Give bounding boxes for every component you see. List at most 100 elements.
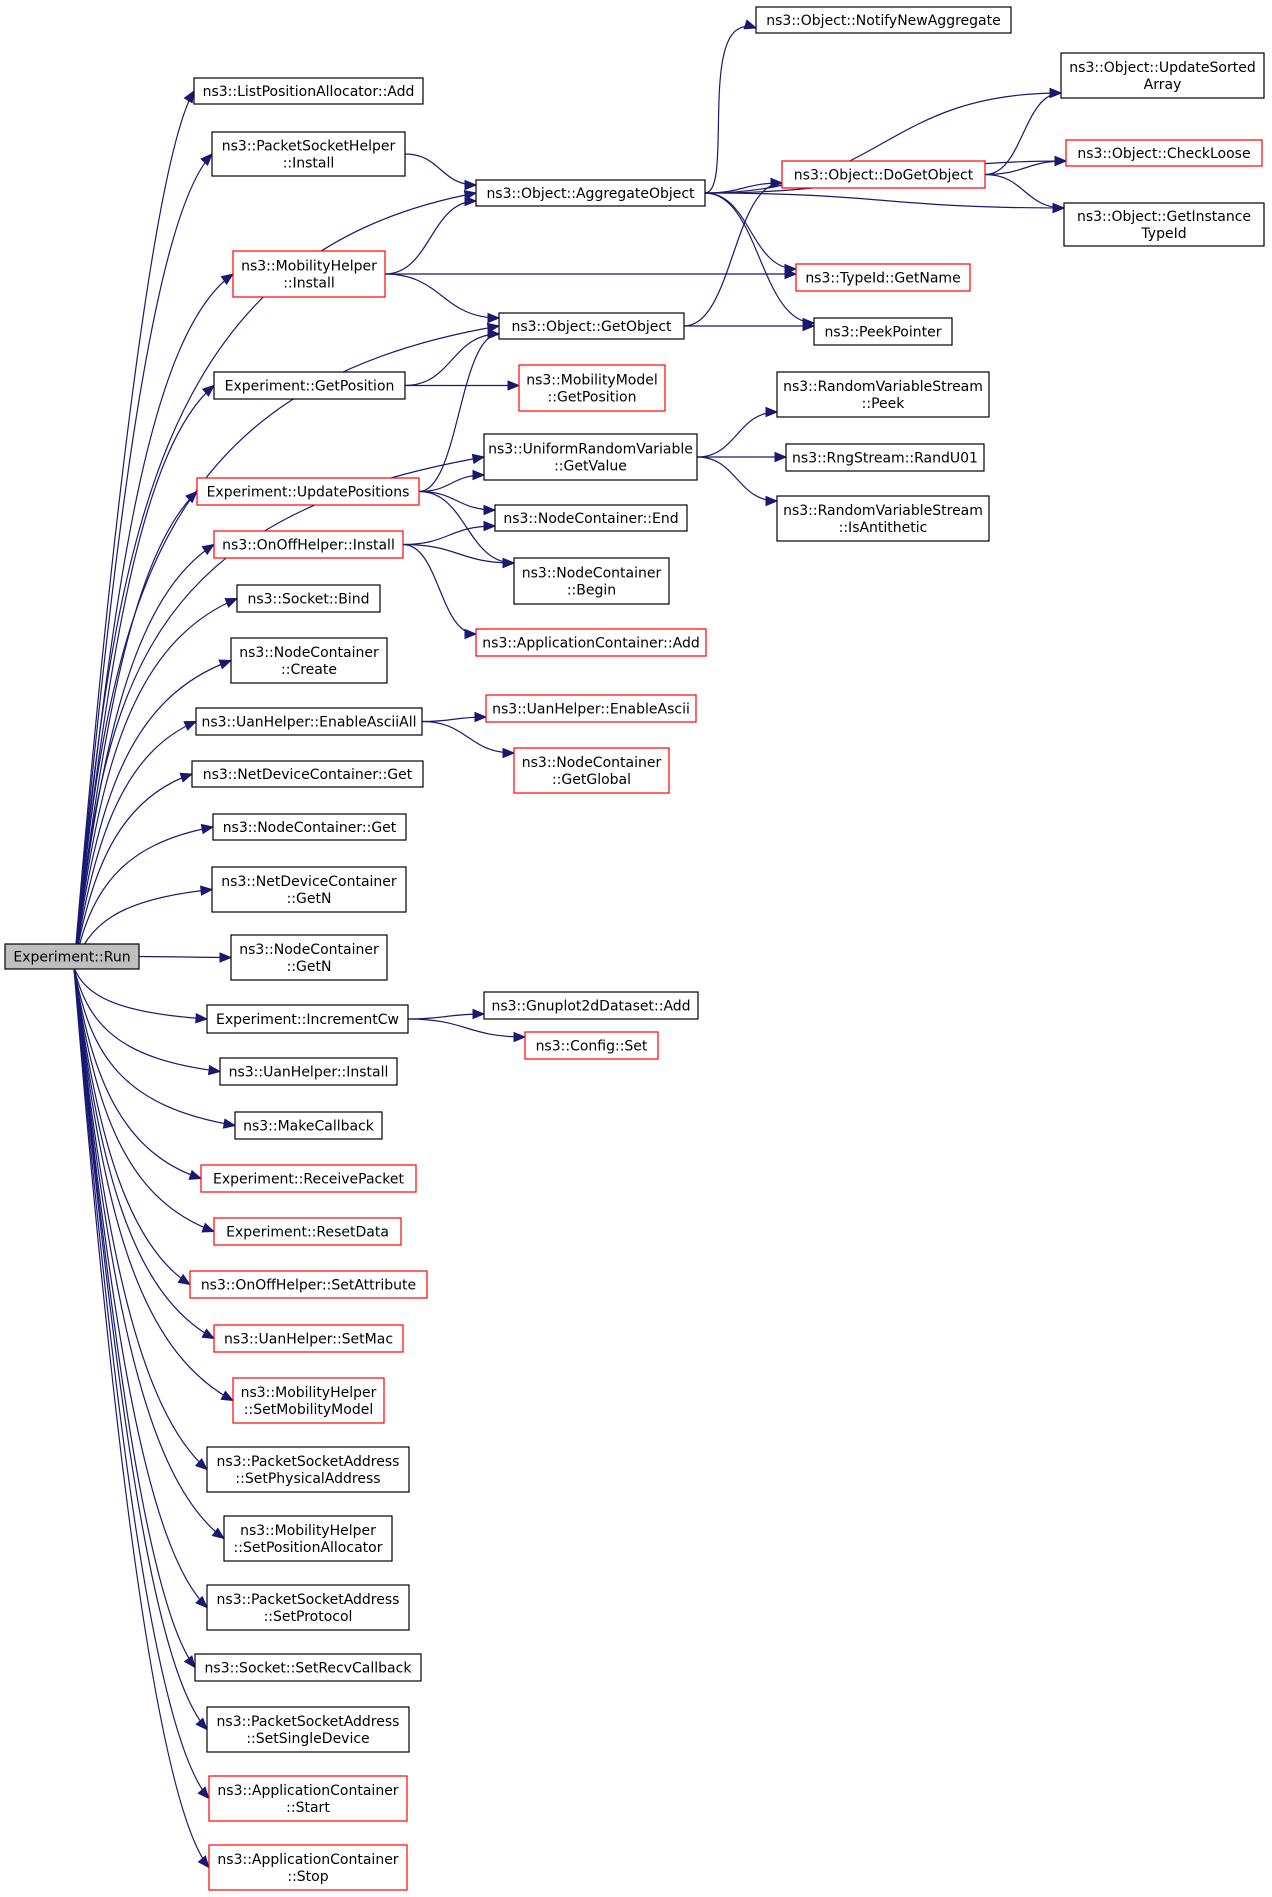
- edge-line: [384, 200, 477, 275]
- node-nc-getglobal[interactable]: ns3::NodeContainer::GetGlobal: [513, 747, 670, 794]
- node-exp-updatepositions[interactable]: Experiment::UpdatePositions: [196, 477, 420, 506]
- node-mh-install[interactable]: ns3::MobilityHelper::Install: [232, 250, 386, 298]
- node-box: [232, 1377, 385, 1424]
- node-uan-enableascii[interactable]: ns3::UanHelper::EnableAscii: [485, 694, 697, 723]
- arrowhead-icon: [502, 557, 516, 569]
- node-box: [513, 747, 670, 794]
- node-check-loose[interactable]: ns3::Object::CheckLoose: [1065, 139, 1263, 167]
- node-nc-getn[interactable]: ns3::NodeContainer::GetN: [230, 934, 388, 981]
- node-mh-setpositionallocator[interactable]: ns3::MobilityHelper::SetPositionAllocato…: [223, 1515, 393, 1562]
- node-label: ns3::RandomVariableStream: [783, 503, 983, 519]
- node-box: [195, 707, 423, 736]
- edge-exp_updatepositions-to-get_object: [418, 328, 501, 493]
- node-uan-setmac[interactable]: ns3::UanHelper::SetMac: [213, 1324, 404, 1353]
- arrowhead-icon: [195, 1012, 209, 1024]
- node-gnuplot-add[interactable]: ns3::Gnuplot2dDataset::Add: [483, 991, 699, 1020]
- arrowhead-icon: [197, 1786, 210, 1800]
- node-box: [1060, 52, 1265, 99]
- edge-uan_enableasciiall-to-uan_enableascii: [421, 711, 488, 723]
- arrowhead-icon: [224, 597, 239, 608]
- arrowhead-icon: [1054, 155, 1068, 167]
- node-exp-incrementcw[interactable]: Experiment::IncrementCw: [206, 1004, 409, 1034]
- node-ac-stop[interactable]: ns3::ApplicationContainer::Stop: [208, 1844, 408, 1891]
- node-nc-get[interactable]: ns3::NodeContainer::Get: [212, 813, 407, 841]
- call-nodes: Experiment::Run ns3::ListPositionAllocato…: [4, 6, 1265, 1891]
- arrowhead-icon: [483, 504, 497, 516]
- node-notify-new[interactable]: ns3::Object::NotifyNewAggregate: [755, 6, 1012, 34]
- arrowhead-icon: [200, 153, 213, 166]
- edge-run-to-exp_getposition: [73, 384, 216, 969]
- arrowhead-icon: [464, 195, 478, 207]
- node-box: [230, 934, 388, 981]
- node-label: ns3::NodeContainer::End: [503, 511, 678, 527]
- node-uan-install[interactable]: ns3::UanHelper::Install: [219, 1057, 398, 1086]
- node-uan-enableasciiall[interactable]: ns3::UanHelper::EnableAsciiAll: [195, 707, 423, 736]
- arrowhead-icon: [765, 495, 779, 507]
- edge-line: [73, 967, 208, 1020]
- node-config-set[interactable]: ns3::Config::Set: [524, 1031, 659, 1060]
- node-ac-add[interactable]: ns3::ApplicationContainer::Add: [475, 628, 707, 657]
- node-label: ns3::MobilityHelper: [241, 1385, 377, 1401]
- node-box: [189, 1270, 428, 1299]
- node-rvs-peek[interactable]: ns3::RandomVariableStream::Peek: [776, 371, 990, 418]
- node-psh-install[interactable]: ns3::PacketSocketHelper::Install: [211, 131, 406, 177]
- node-box: [208, 1775, 408, 1822]
- node-ooh-setattribute[interactable]: ns3::OnOffHelper::SetAttribute: [189, 1270, 428, 1299]
- node-exp-resetdata[interactable]: Experiment::ResetData: [213, 1217, 402, 1246]
- node-box: [196, 477, 420, 506]
- arrowhead-icon: [1052, 202, 1066, 214]
- node-lpa-add[interactable]: ns3::ListPositionAllocator::Add: [193, 77, 424, 105]
- node-psa-setprotocol[interactable]: ns3::PacketSocketAddress::SetProtocol: [206, 1584, 410, 1631]
- arrowhead-icon: [185, 490, 198, 504]
- node-label: ::GetN: [287, 891, 332, 907]
- edge-run-to-nc_create: [73, 659, 233, 969]
- edge-urv_getvalue-to-rvs_isantithetic: [696, 456, 779, 507]
- node-label: ::GetGlobal: [552, 772, 631, 788]
- node-label: ns3::UniformRandomVariable: [488, 442, 693, 458]
- node-rng-randu01[interactable]: ns3::RngStream::RandU01: [785, 443, 985, 472]
- node-make-callback[interactable]: ns3::MakeCallback: [234, 1111, 383, 1140]
- node-exp-receivepacket[interactable]: Experiment::ReceivePacket: [200, 1164, 417, 1193]
- node-nc-create[interactable]: ns3::NodeContainer::Create: [230, 637, 388, 684]
- node-exp-getposition[interactable]: Experiment::GetPosition: [213, 371, 406, 400]
- edge-exp_incrementcw-to-gnuplot_add: [407, 1008, 486, 1020]
- node-ooh-install[interactable]: ns3::OnOffHelper::Install: [213, 530, 404, 559]
- node-mh-setmobilitymodel[interactable]: ns3::MobilityHelper::SetMobilityModel: [232, 1377, 385, 1424]
- edge-ooh_install-to-nc_begin: [402, 543, 516, 569]
- edge-uan_enableasciiall-to-nc_getglobal: [421, 720, 516, 759]
- node-nc-begin[interactable]: ns3::NodeContainer::Begin: [513, 557, 670, 605]
- node-ac-start[interactable]: ns3::ApplicationContainer::Start: [208, 1775, 408, 1822]
- node-box: [4, 943, 140, 970]
- node-urv-getvalue[interactable]: ns3::UniformRandomVariable::GetValue: [483, 433, 698, 481]
- node-box: [230, 637, 388, 684]
- node-rvs-isantithetic[interactable]: ns3::RandomVariableStream::IsAntithetic: [776, 495, 990, 542]
- node-box: [213, 371, 406, 400]
- node-ndc-get[interactable]: ns3::NetDeviceContainer::Get: [191, 760, 424, 788]
- node-psa-setsingledevice[interactable]: ns3::PacketSocketAddress::SetSingleDevic…: [206, 1706, 410, 1753]
- arrowhead-icon: [487, 328, 501, 340]
- node-box: [776, 495, 990, 542]
- node-socket-bind[interactable]: ns3::Socket::Bind: [236, 584, 381, 613]
- node-box: [206, 1004, 409, 1034]
- node-label: ns3::NodeContainer: [522, 566, 662, 582]
- node-run[interactable]: Experiment::Run: [4, 943, 140, 970]
- node-psa-setphysicaladdress[interactable]: ns3::PacketSocketAddress::SetPhysicalAdd…: [206, 1446, 410, 1493]
- node-label: ns3::TypeId::GetName: [805, 271, 960, 287]
- node-label: ns3::Socket::SetRecvCallback: [205, 1661, 413, 1677]
- node-mm-getposition[interactable]: ns3::MobilityModel::GetPosition: [518, 364, 666, 412]
- node-socket-setrecvcallback[interactable]: ns3::Socket::SetRecvCallback: [194, 1653, 422, 1682]
- node-aggregate[interactable]: ns3::Object::AggregateObject: [475, 179, 706, 207]
- node-label: ::GetN: [287, 959, 332, 975]
- edge-line: [696, 411, 778, 458]
- node-do-get-object[interactable]: ns3::Object::DoGetObject: [781, 160, 986, 189]
- node-ndc-getn[interactable]: ns3::NetDeviceContainer::GetN: [211, 866, 407, 913]
- node-peek-pointer[interactable]: ns3::PeekPointer: [813, 317, 953, 346]
- node-get-object[interactable]: ns3::Object::GetObject: [498, 312, 685, 340]
- node-label: ::Stop: [287, 1869, 328, 1885]
- arrowhead-icon: [195, 1717, 208, 1731]
- node-nc-end[interactable]: ns3::NodeContainer::End: [494, 504, 688, 532]
- node-typeid-getname[interactable]: ns3::TypeId::GetName: [795, 263, 971, 292]
- node-box: [211, 866, 407, 913]
